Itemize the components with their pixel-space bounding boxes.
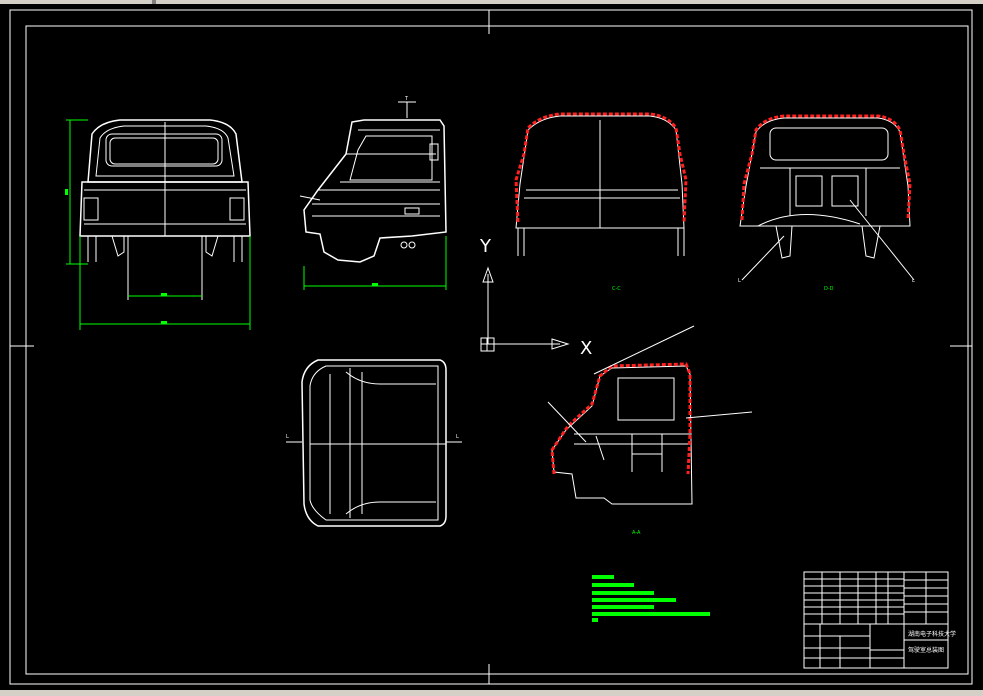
section-a-label: A-A — [632, 530, 641, 536]
window-top-bar — [0, 0, 983, 4]
ucs-icon: Y X — [479, 236, 592, 359]
section-a-view: A-A — [547, 325, 753, 536]
section-c-label: C-C — [612, 286, 621, 292]
ucs-y-label: Y — [479, 236, 492, 257]
drawing-svg: T — [9, 9, 973, 685]
front-view — [65, 119, 251, 330]
section-d-balloon-left: L — [738, 278, 741, 284]
top-view: L L — [286, 359, 462, 527]
horizontal-scrollbar[interactable] — [152, 0, 156, 4]
title-block-university: 湖南电子科技大学 — [908, 630, 956, 638]
sheet-inner-border — [25, 25, 969, 675]
top-view-marker-right: L — [456, 434, 459, 440]
side-view: T — [299, 96, 447, 290]
title-block-drawing-title: 驾驶室总装图 — [908, 646, 944, 654]
section-d-view: L L D-D — [738, 114, 915, 292]
section-d-balloon-right: L — [912, 278, 915, 284]
section-d-label: D-D — [824, 286, 834, 292]
technical-notes — [592, 575, 710, 622]
top-view-marker-left: L — [286, 434, 289, 440]
window-bottom-bar — [0, 690, 983, 696]
side-view-marker: T — [404, 96, 409, 102]
drawing-canvas[interactable]: T — [0, 4, 983, 690]
title-block: 湖南电子科技大学 驾驶室总装图 — [803, 571, 956, 669]
section-c-view: C-C — [514, 112, 688, 292]
sheet-outer-border — [9, 9, 973, 685]
ucs-x-label: X — [580, 338, 592, 359]
